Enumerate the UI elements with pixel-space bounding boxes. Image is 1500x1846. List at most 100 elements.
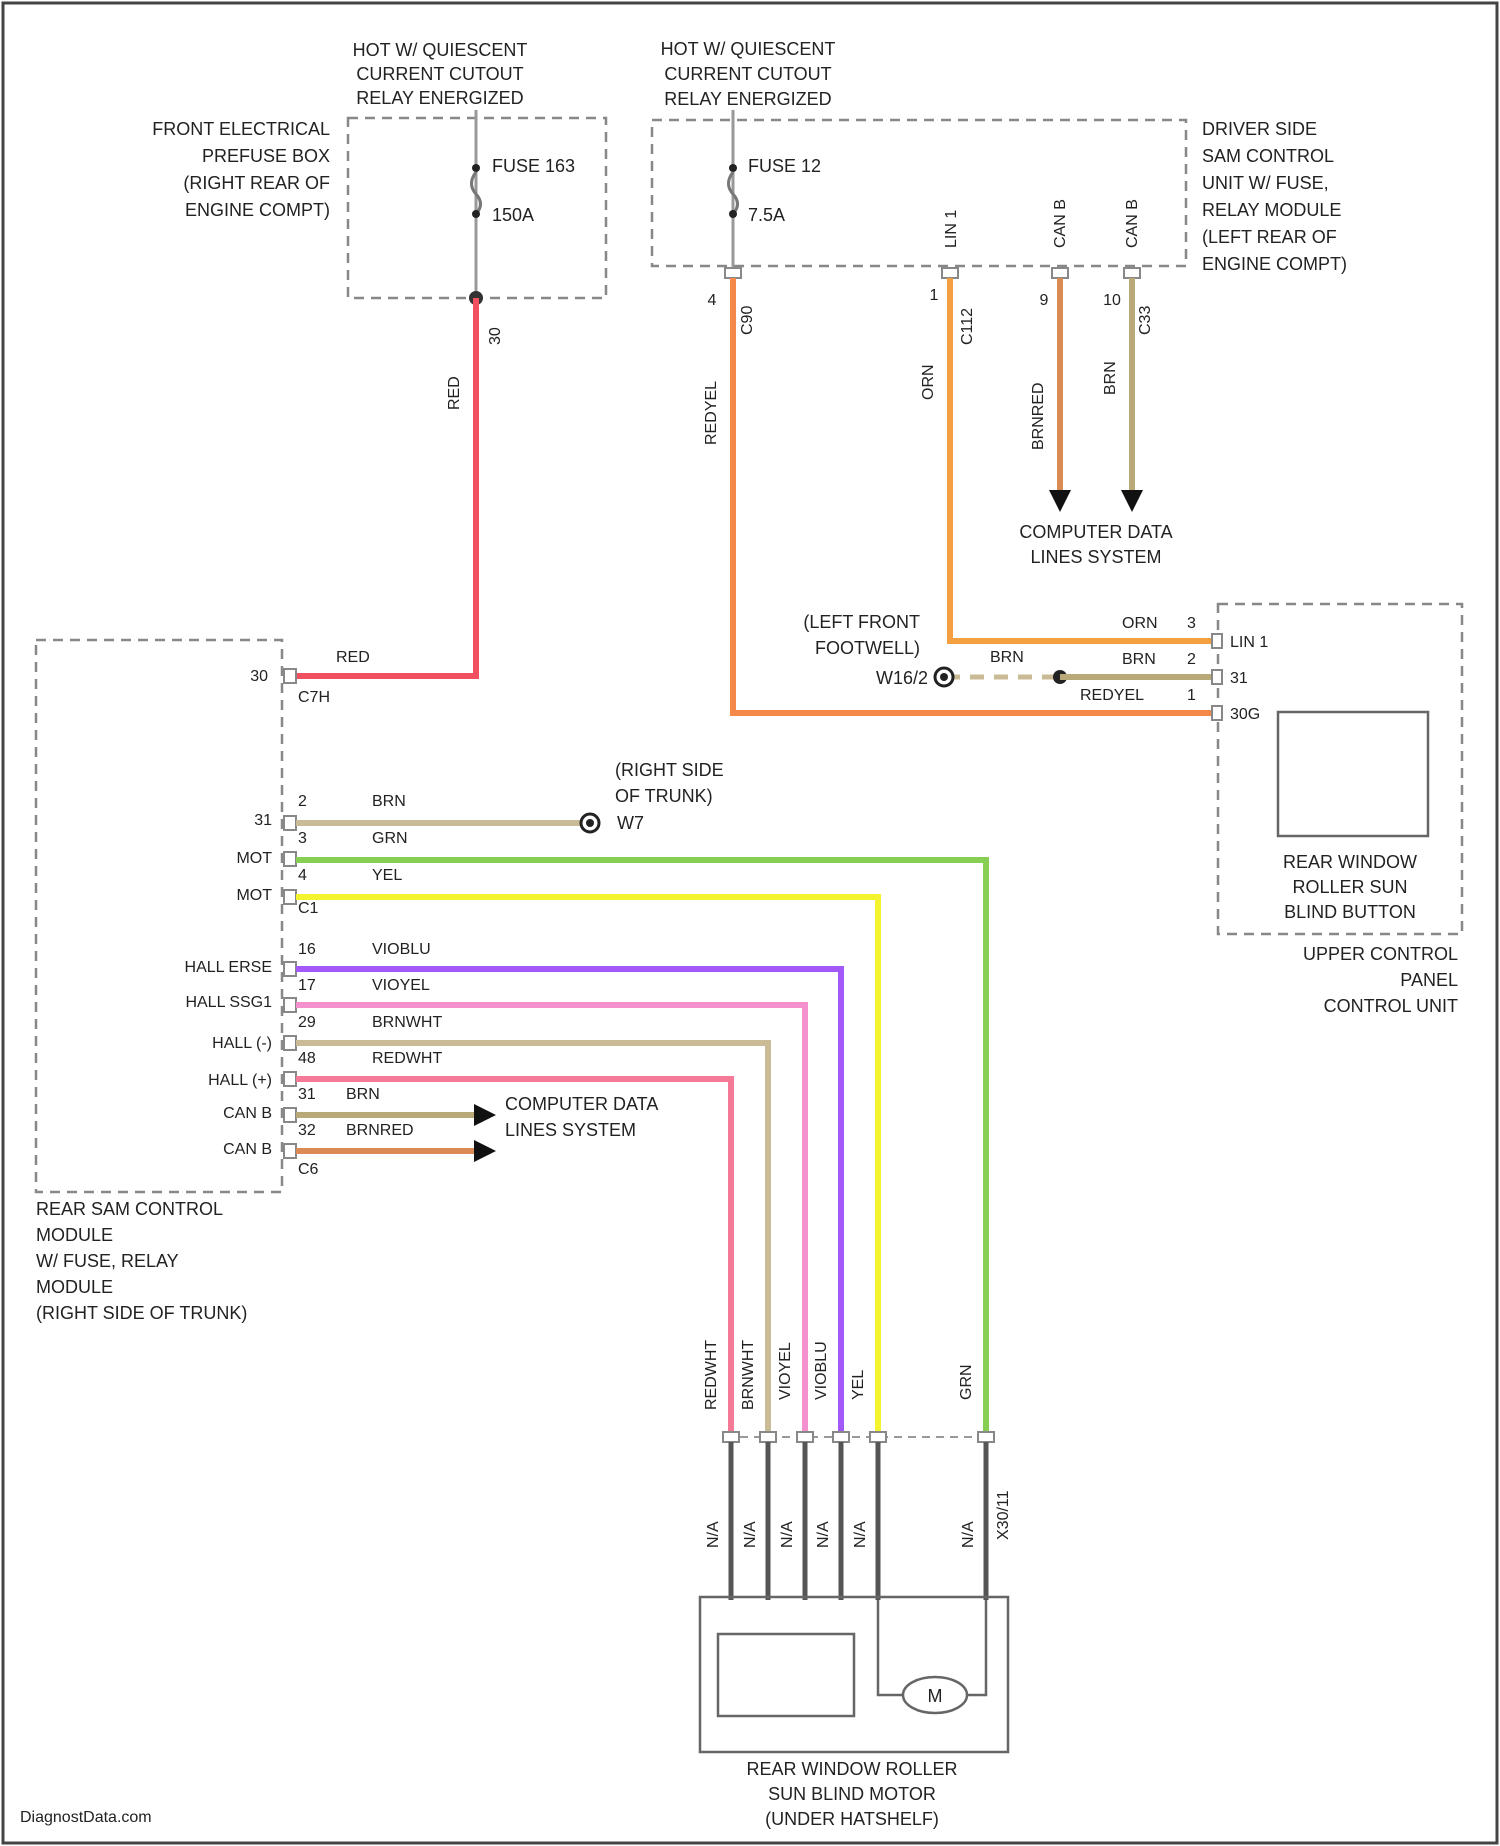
driver-sam-pin-num-1: 4	[708, 292, 717, 309]
hot-label-right-3: RELAY ENERGIZED	[664, 89, 831, 109]
ground-footwell-id: W16/2	[876, 668, 928, 688]
motor-pin-na-5: N/A	[852, 1521, 869, 1548]
conn-c33: C33	[1137, 306, 1154, 335]
arrow-right-icon	[474, 1140, 496, 1162]
motor-wire-grn: GRN	[958, 1364, 975, 1400]
driver-sam-label-1: DRIVER SIDE	[1202, 119, 1317, 139]
rear-sam-pin-name-mot-2: MOT	[236, 887, 272, 904]
ground-footwell-label-2: FOOTWELL)	[815, 638, 920, 658]
driver-sam-label-3: UNIT W/ FUSE,	[1202, 173, 1329, 193]
motor-wire-vioblu: VIOBLU	[813, 1341, 830, 1400]
hot-label-left-1: HOT W/ QUIESCENT	[353, 40, 528, 60]
rear-sam-pin-48: 48	[298, 1050, 316, 1067]
wire-label-brn-pin2: BRN	[372, 793, 406, 810]
rear-sam-pin-17: 17	[298, 977, 316, 994]
panel-pin-2: 2	[1187, 651, 1196, 668]
driver-sam-label-4: RELAY MODULE	[1202, 200, 1341, 220]
upper-panel-label-3: CONTROL UNIT	[1324, 996, 1458, 1016]
conn-c112: C112	[959, 308, 976, 345]
terminal	[725, 268, 741, 278]
motor-label-2: SUN BLIND MOTOR	[768, 1784, 936, 1804]
rear-sam-pin-2: 2	[298, 793, 307, 810]
driver-sam-label-6: ENGINE COMPT)	[1202, 254, 1347, 274]
rear-sam-pin-31: 31	[298, 1086, 316, 1103]
panel-pin-name-30g: 30G	[1230, 706, 1260, 723]
rear-sam-pin-4: 4	[298, 867, 307, 884]
fuse-163-dot-top	[472, 164, 480, 172]
motor-pin-na-1: N/A	[705, 1521, 722, 1548]
prefuse-box-label-4: ENGINE COMPT)	[185, 200, 330, 220]
motor-symbol: M	[928, 1686, 943, 1706]
motor-wire-brnwht: BRNWHT	[740, 1340, 757, 1410]
wire-label-ground-brn: BRN	[990, 649, 1024, 666]
rear-sam-label-2: MODULE	[36, 1225, 113, 1245]
upper-panel-label-1: UPPER CONTROL	[1303, 944, 1458, 964]
wire-label-brn-can: BRN	[346, 1086, 380, 1103]
prefuse-box-label-1: FRONT ELECTRICAL	[152, 119, 330, 139]
wire-orn-lin	[950, 278, 1212, 641]
motor-pin-na-4: N/A	[815, 1521, 832, 1548]
rear-sam-pin-name-hall-pos: HALL (+)	[208, 1072, 272, 1089]
upper-control-panel: ORN 3 BRN 2 REDYEL 1 LIN 1 31 30G REAR W…	[1080, 604, 1462, 1016]
motor-connector: X30/11	[995, 1490, 1012, 1540]
arrow-right-icon	[474, 1104, 496, 1126]
wire-label-grn: GRN	[372, 830, 408, 847]
rear-sam-pin-name-mot-1: MOT	[236, 850, 272, 867]
wire-label-brn: BRN	[1102, 361, 1119, 395]
sun-blind-button-label-1: REAR WINDOW	[1283, 852, 1417, 872]
wire-label-brnwht: BRNWHT	[372, 1014, 442, 1031]
driver-sam-pin-canb-1: CAN B	[1052, 199, 1069, 248]
panel-pin-name-lin1: LIN 1	[1230, 634, 1268, 651]
terminal	[1212, 634, 1222, 648]
rear-sam-pin-name-canb-1: CAN B	[223, 1105, 272, 1122]
wire-circuit-30: 30	[487, 327, 504, 345]
terminal	[284, 669, 296, 683]
driver-sam-module: HOT W/ QUIESCENT CURRENT CUTOUT RELAY EN…	[652, 39, 1347, 345]
rear-sam-pin-3: 3	[298, 830, 307, 847]
conn-c90: C90	[739, 306, 756, 335]
prefuse-box-label-3: (RIGHT REAR OF	[183, 173, 330, 193]
panel-wire-redyel: REDYEL	[1080, 687, 1144, 704]
rear-sam-module: 30 RED C7H 31 MOT MOT HALL ERSE HALL SSG…	[36, 640, 442, 1323]
driver-sam-pin-num-4: 10	[1103, 292, 1121, 309]
motor-pin-na-3: N/A	[779, 1521, 796, 1548]
diagram-frame	[3, 3, 1497, 1843]
sun-blind-button-label-3: BLIND BUTTON	[1284, 902, 1416, 922]
fuse-163-name: FUSE 163	[492, 156, 575, 176]
wire-red-main	[296, 298, 476, 676]
upper-panel-label-2: PANEL	[1400, 970, 1458, 990]
watermark: DiagnostData.com	[20, 1809, 152, 1826]
panel-wire-brn: BRN	[1122, 651, 1156, 668]
ground-trunk-id: W7	[617, 813, 644, 833]
motor-pin-na-6: N/A	[960, 1521, 977, 1548]
conn-c7h: C7H	[298, 689, 330, 706]
terminal	[1052, 268, 1068, 278]
computer-data-lines-rear-1: COMPUTER DATA	[505, 1094, 658, 1114]
rear-sam-pin-name-canb-2: CAN B	[223, 1141, 272, 1158]
hot-label-right-2: CURRENT CUTOUT	[664, 64, 831, 84]
terminal	[942, 268, 958, 278]
hall-sensor-box	[718, 1634, 854, 1716]
rear-sam-pin-30: 30	[250, 668, 268, 685]
fuse-12-rating: 7.5A	[748, 205, 785, 225]
wire-vioblu	[296, 969, 841, 1432]
panel-pin-1: 1	[1187, 687, 1196, 704]
sun-blind-button-label-2: ROLLER SUN	[1292, 877, 1407, 897]
computer-data-lines-rear-2: LINES SYSTEM	[505, 1120, 636, 1140]
rear-sam-pin-32: 32	[298, 1122, 316, 1139]
terminal	[1212, 670, 1222, 684]
motor-label-3: (UNDER HATSHELF)	[765, 1809, 939, 1829]
conn-c6: C6	[298, 1161, 319, 1178]
driver-sam-pin-lin1: LIN 1	[943, 210, 960, 248]
rear-sam-pin-name-hall-ssg1: HALL SSG1	[185, 994, 272, 1011]
fuse-12-name: FUSE 12	[748, 156, 821, 176]
motor-wire-vioyel: VIOYEL	[777, 1342, 794, 1400]
driver-sam-pin-num-2: 1	[930, 287, 939, 304]
wire-label-red-horizontal: RED	[336, 649, 370, 666]
panel-pin-3: 3	[1187, 615, 1196, 632]
rear-sam-pin-29: 29	[298, 1014, 316, 1031]
terminal	[1124, 268, 1140, 278]
rear-sam-label-3: W/ FUSE, RELAY	[36, 1251, 179, 1271]
panel-pin-name-31: 31	[1230, 670, 1248, 687]
sun-blind-motor: REDWHT BRNWHT VIOYEL VIOBLU YEL GRN X30/…	[700, 1340, 1012, 1829]
